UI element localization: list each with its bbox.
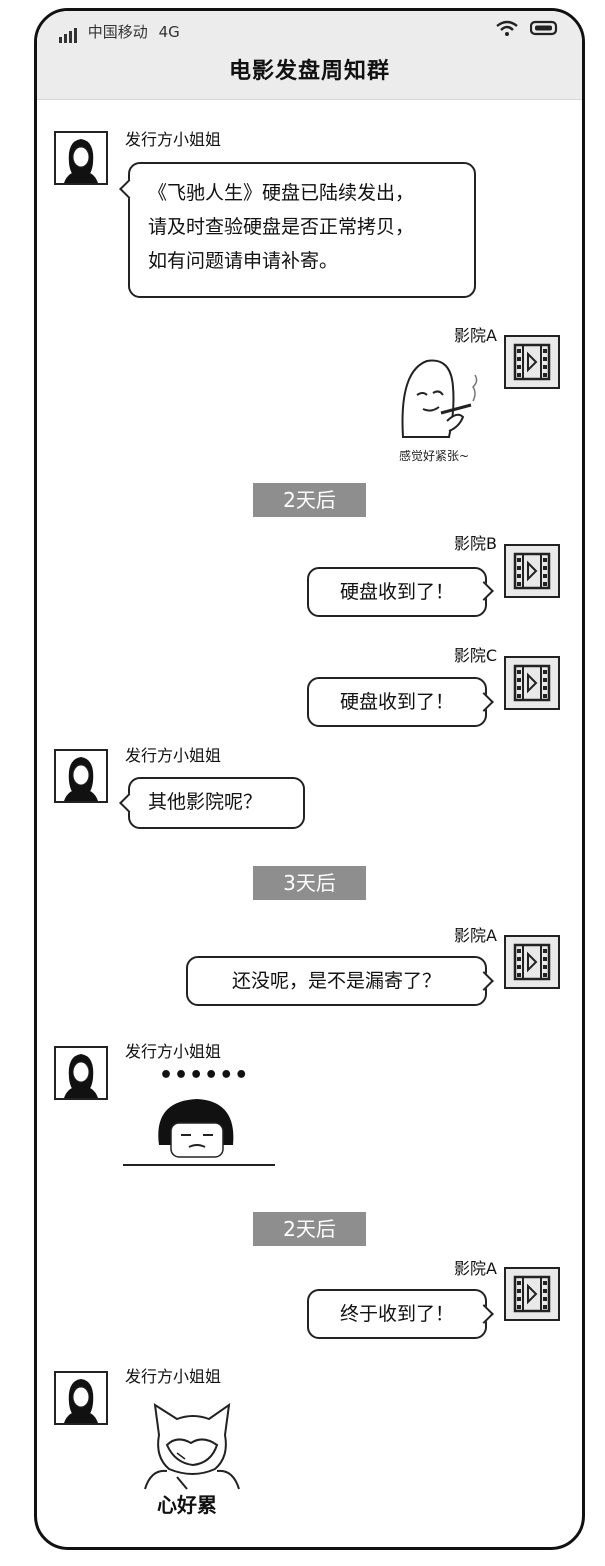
sender-name: 发行方小姐姐 — [125, 1042, 222, 1061]
chat-header: 中国移动 4G 电影发盘周知群 — [37, 11, 582, 100]
sender-name: 影院A — [454, 326, 497, 345]
avatar-cinema-a[interactable] — [504, 335, 560, 389]
sender-name: 影院C — [453, 646, 497, 665]
wifi-icon — [496, 20, 518, 36]
avatar-distributor[interactable] — [54, 1371, 108, 1425]
phone-frame: 中国移动 4G 电影发盘周知群 发行方小姐姐 《飞驰人生》硬盘已陆续发出， 请及 — [34, 8, 585, 1550]
avatar-cinema-b[interactable] — [504, 544, 560, 598]
chat-title: 电影发盘周知群 — [228, 59, 390, 84]
carrier-name: 中国移动 — [87, 23, 148, 41]
message-line: 《飞驰人生》硬盘已陆续发出， — [148, 182, 415, 204]
film-icon — [513, 943, 551, 981]
film-icon — [513, 1275, 551, 1313]
woman-avatar-icon — [64, 1379, 98, 1423]
avatar-cinema-a[interactable] — [504, 1267, 560, 1321]
sticker-dots: •••••• — [159, 1063, 250, 1088]
woman-avatar-icon — [64, 1054, 98, 1098]
time-divider: 3天后 — [253, 866, 366, 900]
sticker-caption: 心好累 — [157, 1493, 217, 1517]
time-divider: 2天后 — [253, 1212, 366, 1246]
sender-name: 发行方小姐姐 — [125, 1367, 222, 1386]
message-line: 请及时查验硬盘是否正常拷贝， — [148, 216, 415, 238]
tired-cat-sticker[interactable] — [137, 1395, 247, 1491]
sticker-caption: 感觉好紧张~ — [399, 449, 470, 463]
time-divider: 2天后 — [253, 483, 366, 517]
message-line: 如有问题请申请补寄。 — [148, 250, 339, 272]
message-bubble-1[interactable]: 《飞驰人生》硬盘已陆续发出， 请及时查验硬盘是否正常拷贝， 如有问题请申请补寄。 — [119, 162, 476, 298]
message-bubble-6[interactable]: 还没呢，是不是漏寄了？ — [186, 956, 487, 1006]
film-icon — [513, 343, 551, 381]
ghost-smoking-sticker[interactable] — [393, 351, 485, 443]
film-icon — [513, 552, 551, 590]
avatar-distributor[interactable] — [54, 1046, 108, 1100]
avatar-distributor[interactable] — [54, 749, 108, 803]
sender-name: 发行方小姐姐 — [125, 130, 222, 149]
carrier-status: 中国移动 4G — [59, 21, 180, 43]
sender-name: 影院A — [454, 1259, 497, 1278]
message-bubble-8[interactable]: 终于收到了！ — [307, 1289, 487, 1339]
mushroom-head-sticker[interactable] — [123, 1093, 283, 1173]
signal-icon — [59, 25, 79, 43]
avatar-cinema-c[interactable] — [504, 656, 560, 710]
sender-name: 影院A — [454, 926, 497, 945]
message-text: 其他影院呢？ — [148, 791, 263, 813]
network-type: 4G — [158, 23, 180, 41]
battery-icon — [529, 20, 558, 36]
woman-avatar-icon — [64, 139, 98, 183]
sender-name: 影院B — [454, 534, 497, 553]
avatar-cinema-a[interactable] — [504, 935, 560, 989]
message-bubble-3[interactable]: 硬盘收到了！ — [307, 567, 487, 617]
avatar-distributor[interactable] — [54, 131, 108, 185]
woman-avatar-icon — [64, 757, 98, 801]
message-bubble-5[interactable]: 其他影院呢？ — [119, 777, 305, 829]
film-icon — [513, 664, 551, 702]
sender-name: 发行方小姐姐 — [125, 746, 222, 765]
message-bubble-4[interactable]: 硬盘收到了！ — [307, 677, 487, 727]
